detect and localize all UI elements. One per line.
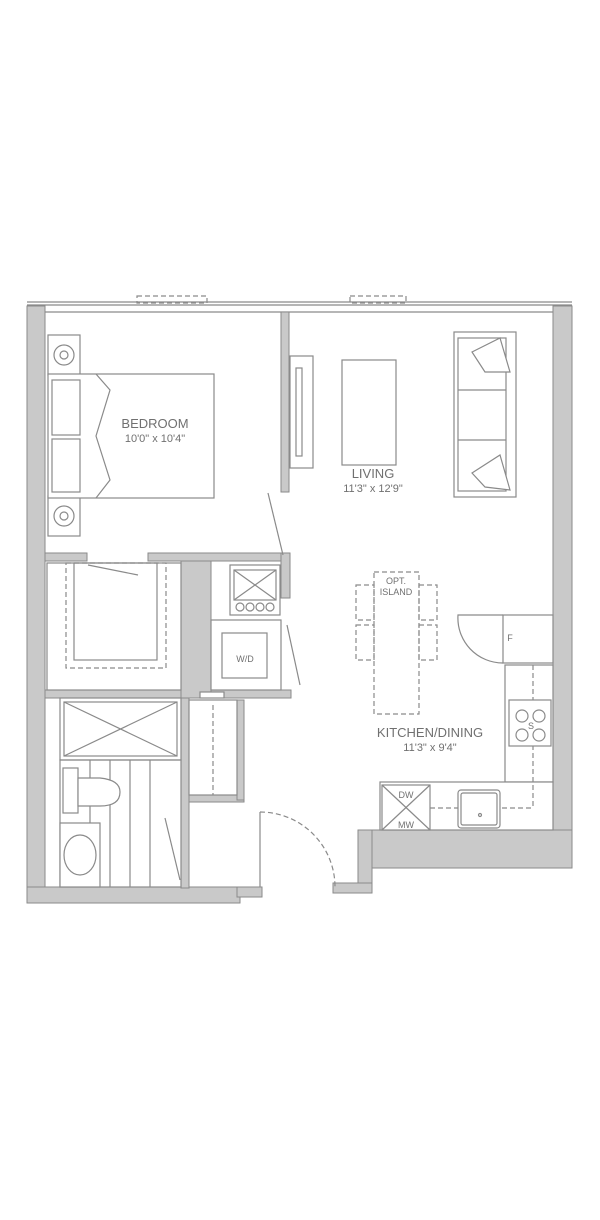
closet [46,562,182,691]
cushion-icon [471,337,511,373]
cushion-icon [471,454,511,491]
bedroom-door [87,564,139,576]
washer-dryer [210,619,282,691]
living-label: LIVING [352,466,395,481]
mechanical [229,564,281,616]
kitchen-label: KITCHEN/DINING [377,725,483,740]
coffee-table [341,359,397,466]
fridge-label: F [507,633,513,643]
toilet [62,767,121,814]
sink [59,822,101,888]
bathroom-door [164,817,181,881]
living-size: 11'3" x 12'9" [343,483,403,495]
window-band [27,295,572,313]
stove [508,699,552,747]
entry-door [259,811,336,888]
kitchen-size: 11'3" x 9'4" [403,742,456,754]
microwave-label: MW [398,820,414,830]
sofa [453,331,517,498]
island-label-1: OPT. [386,576,406,586]
bathtub [59,697,182,761]
bed [47,334,215,537]
kitchen-sink [457,789,501,829]
optional-island [355,571,438,715]
dishwasher-label: DW [399,790,414,800]
island-label-2: ISLAND [380,587,413,597]
entry-closet [188,691,238,796]
laundry-door [286,624,301,686]
washer-dryer-label: W/D [236,654,254,664]
bedroom-label: BEDROOM [121,416,188,431]
dishwasher-microwave [381,784,431,831]
stove-label: S [528,721,534,731]
fridge [457,614,554,664]
living-door [267,492,284,556]
tv-unit [289,355,314,469]
bedroom-size: 10'0" x 10'4" [125,433,185,445]
